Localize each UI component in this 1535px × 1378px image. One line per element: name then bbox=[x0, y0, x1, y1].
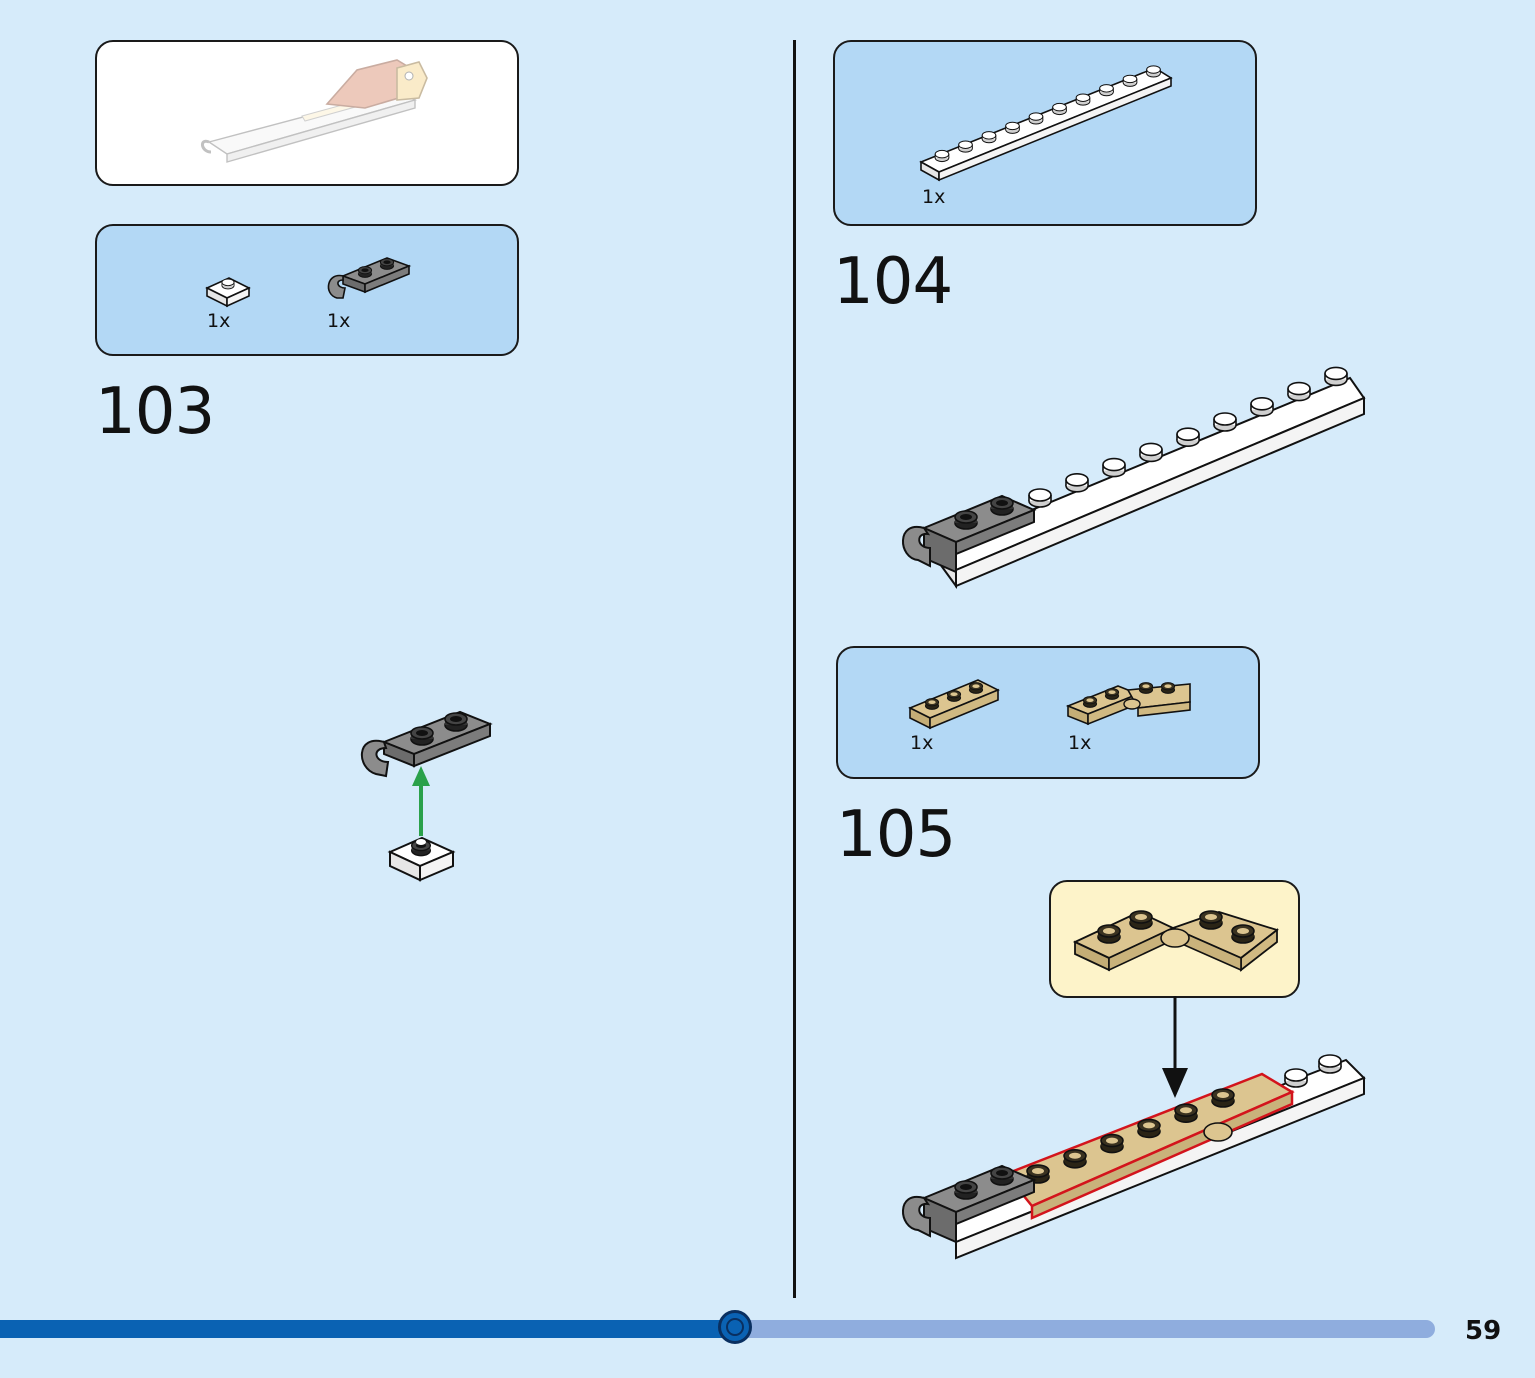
step-number-103: 103 bbox=[95, 375, 215, 449]
part-qty: 1x bbox=[1068, 732, 1092, 754]
stud-icon bbox=[981, 131, 997, 144]
gray-plate-clip-icon bbox=[361, 710, 493, 778]
parts-art-105 bbox=[908, 679, 1191, 730]
stud-icon bbox=[1065, 472, 1089, 493]
white-plate-1x1-icon bbox=[205, 277, 251, 308]
stud-icon bbox=[1146, 65, 1161, 78]
white-plate-1x10-icon bbox=[919, 65, 1173, 182]
white-plate-1x1-icon bbox=[387, 836, 456, 882]
part-qty: 1x bbox=[207, 310, 231, 332]
stud-icon bbox=[1176, 427, 1200, 448]
step-104-build-art bbox=[902, 366, 1366, 590]
page-divider bbox=[793, 40, 796, 1298]
stud-icon bbox=[958, 140, 973, 153]
stud-icon bbox=[1102, 457, 1126, 478]
parts-art-103 bbox=[205, 257, 412, 308]
completed-model-preview-icon bbox=[201, 59, 428, 163]
stud-icon bbox=[1099, 84, 1114, 97]
gray-plate-clip-icon bbox=[902, 494, 1037, 574]
parts-art-104 bbox=[919, 65, 1173, 182]
stud-icon bbox=[1100, 1133, 1124, 1154]
gray-plate-clip-icon bbox=[327, 257, 412, 299]
stud-icon bbox=[1250, 396, 1274, 417]
tan-hinge-plate-icon bbox=[1072, 910, 1279, 972]
stud-icon bbox=[1139, 442, 1163, 463]
stud-icon bbox=[1137, 1118, 1161, 1139]
part-qty: 1x bbox=[922, 186, 946, 208]
stud-icon bbox=[1213, 412, 1237, 432]
part-qty: 1x bbox=[327, 310, 351, 332]
stud-icon bbox=[1052, 102, 1067, 116]
progress-fill bbox=[0, 1320, 735, 1338]
stud-icon bbox=[1174, 1103, 1198, 1123]
down-arrow-icon bbox=[1162, 996, 1188, 1098]
tan-hinge-plate-icon bbox=[1065, 682, 1191, 726]
step-105-build-art bbox=[902, 996, 1366, 1260]
stud-icon bbox=[1028, 112, 1044, 125]
model-preview-panel bbox=[95, 40, 519, 186]
stud-icon bbox=[934, 149, 950, 163]
stud-icon bbox=[1005, 121, 1020, 134]
stud-icon bbox=[1287, 381, 1311, 402]
green-arrow-icon bbox=[412, 766, 430, 836]
stud-icon bbox=[1028, 488, 1052, 508]
gray-plate-clip-icon bbox=[902, 1164, 1037, 1244]
stud-icon bbox=[1075, 93, 1091, 106]
part-qty: 1x bbox=[910, 732, 934, 754]
hinge-detail-callout bbox=[1049, 880, 1300, 998]
step-103-build-art bbox=[361, 710, 493, 882]
stud-icon bbox=[1122, 74, 1138, 87]
parts-callout-103: 1x 1x bbox=[95, 224, 519, 356]
step-number-104: 104 bbox=[833, 245, 953, 319]
tan-plate-1x3-icon bbox=[908, 679, 1000, 730]
page-number: 59 bbox=[1465, 1316, 1502, 1346]
parts-callout-104: 1x bbox=[833, 40, 1257, 226]
progress-marker-icon bbox=[718, 1310, 752, 1344]
parts-callout-105: 1x 1x bbox=[836, 646, 1260, 779]
stud-icon bbox=[1324, 366, 1348, 387]
tan-plates-highlight bbox=[1003, 1072, 1295, 1220]
step-number-105: 105 bbox=[836, 798, 956, 872]
stud-icon bbox=[1211, 1088, 1235, 1108]
stud-icon bbox=[1063, 1149, 1087, 1169]
